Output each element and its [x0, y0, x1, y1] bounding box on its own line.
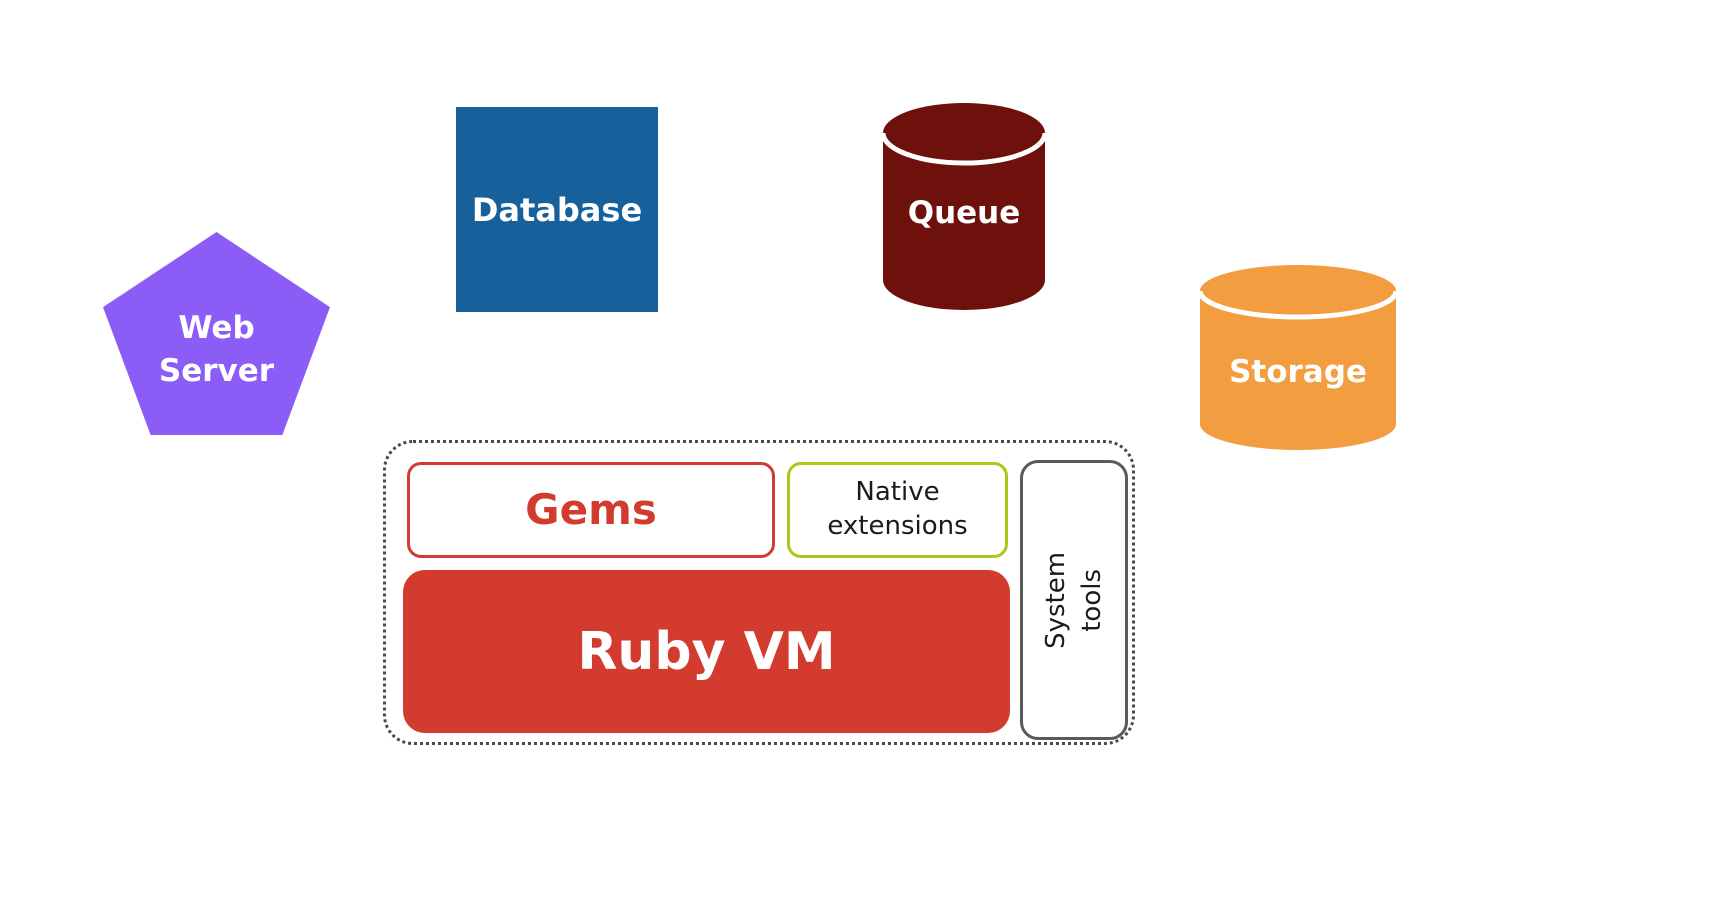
queue-label: Queue	[907, 194, 1021, 231]
gems-node: Gems	[407, 462, 775, 558]
web-server-node: Web Server	[103, 232, 330, 435]
queue-cylinder-shape	[883, 103, 1045, 310]
storage-node: Storage	[1200, 265, 1396, 450]
storage-cylinder-shape	[1200, 265, 1396, 450]
system-tools-label: System tools	[1040, 551, 1107, 649]
web-server-label: Web Server	[158, 309, 275, 389]
ruby-vm-node: Ruby VM	[403, 570, 1010, 733]
storage-label: Storage	[1229, 354, 1367, 391]
database-node: Database	[456, 107, 658, 312]
native-extensions-label: Native extensions	[827, 477, 968, 541]
gems-label: Gems	[525, 484, 657, 534]
database-label: Database	[471, 190, 643, 229]
ruby-vm-label: Ruby VM	[577, 621, 836, 682]
native-extensions-node: Native extensions	[787, 462, 1008, 558]
queue-node: Queue	[883, 103, 1045, 310]
ruby-runtime-group: Gems Native extensions Ruby VM System to…	[383, 440, 1135, 745]
system-tools-node: System tools	[1020, 460, 1128, 740]
